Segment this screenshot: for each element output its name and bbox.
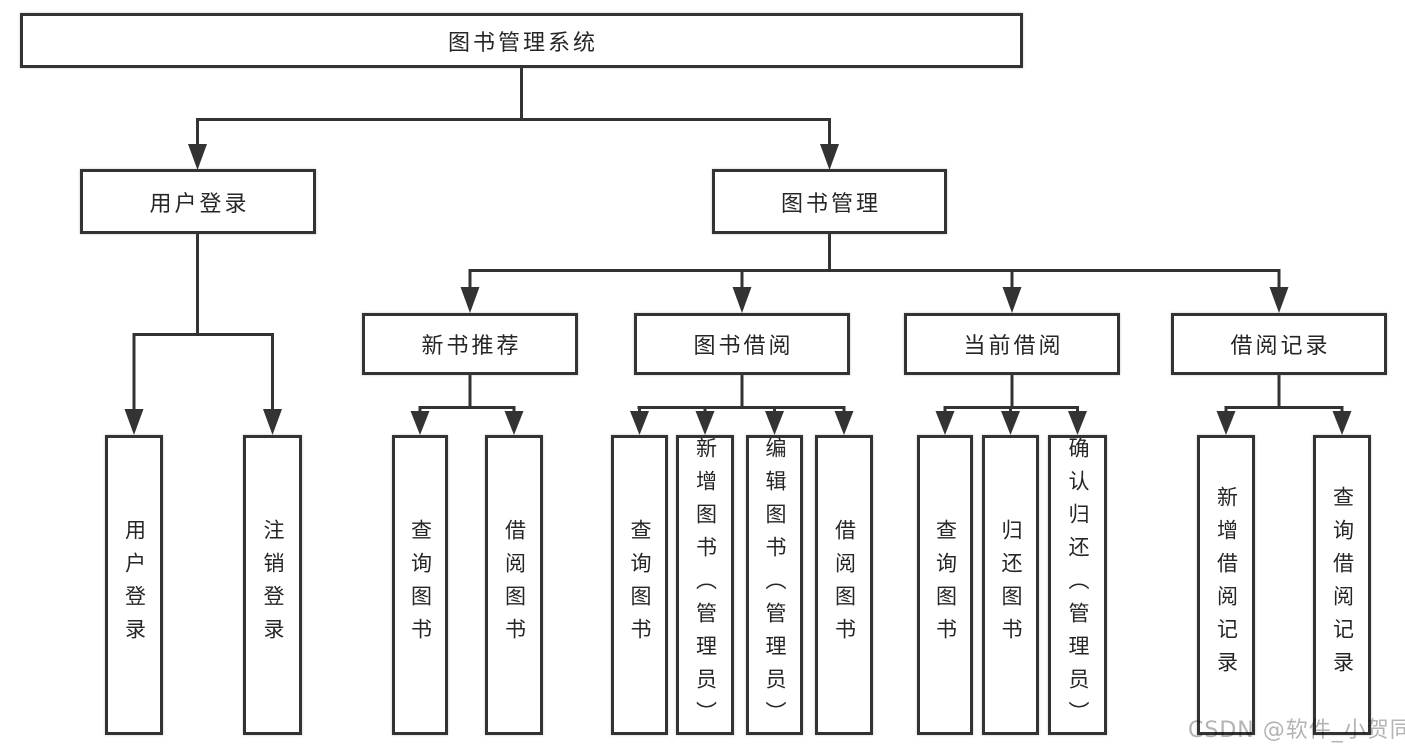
node-borrowing-records-label: 借阅记录 xyxy=(1230,334,1331,359)
node-user-login-label: 用户登录 xyxy=(149,191,250,217)
node-root-label: 图书管理系统 xyxy=(447,30,598,56)
node-leaf-query-books-borrowing-label: 查询图书 xyxy=(628,519,652,651)
node-leaf-return-books: 归还图书 xyxy=(982,435,1039,735)
arrowhead xyxy=(263,409,282,435)
node-new-book-recommend: 新书推荐 xyxy=(362,313,578,375)
node-book-management-label: 图书管理 xyxy=(780,191,881,217)
node-leaf-logout-label: 注销登录 xyxy=(261,519,285,651)
arrowhead xyxy=(504,411,524,435)
node-leaf-add-borrow-record-label: 新增借阅记录 xyxy=(1214,486,1239,684)
node-current-borrowing-label: 当前借阅 xyxy=(963,334,1064,359)
node-book-management: 图书管理 xyxy=(712,169,947,234)
node-leaf-edit-books-admin-label: 编辑图书（管理员） xyxy=(763,436,787,734)
node-leaf-return-books-label: 归还图书 xyxy=(999,519,1023,651)
arrowhead xyxy=(1001,411,1020,435)
node-leaf-query-books-recommend-label: 查询图书 xyxy=(408,519,433,651)
arrowhead xyxy=(630,411,649,435)
arrowhead xyxy=(1068,411,1087,435)
arrowhead xyxy=(765,411,784,435)
node-leaf-query-books-current-label: 查询图书 xyxy=(933,519,958,651)
arrowhead xyxy=(1332,411,1352,435)
arrowhead xyxy=(460,287,480,313)
node-leaf-user-login-label: 用户登录 xyxy=(122,519,147,651)
arrowhead xyxy=(1002,287,1022,313)
arrowhead xyxy=(1216,411,1236,435)
node-leaf-confirm-return-admin-label: 确认归还（管理员） xyxy=(1066,436,1090,734)
node-leaf-borrow-books-recommend-label: 借阅图书 xyxy=(502,519,527,651)
node-borrowing-records: 借阅记录 xyxy=(1171,313,1387,375)
arrowhead xyxy=(695,411,715,435)
node-leaf-query-borrow-record-label: 查询借阅记录 xyxy=(1330,486,1355,684)
csdn-watermark: CSDN @软件_小贺同学 xyxy=(1188,718,1405,743)
node-leaf-borrow-books-borrowing: 借阅图书 xyxy=(815,435,873,735)
arrowhead xyxy=(935,411,955,435)
node-leaf-add-books-admin-label: 新增图书（管理员） xyxy=(693,436,718,734)
node-leaf-confirm-return-admin: 确认归还（管理员） xyxy=(1048,435,1107,735)
node-leaf-query-books-current: 查询图书 xyxy=(917,435,973,735)
node-leaf-query-books-borrowing: 查询图书 xyxy=(611,435,668,735)
node-leaf-query-borrow-record: 查询借阅记录 xyxy=(1313,435,1371,735)
node-leaf-user-login: 用户登录 xyxy=(105,435,163,735)
node-book-borrowing-label: 图书借阅 xyxy=(693,334,794,359)
node-current-borrowing: 当前借阅 xyxy=(904,313,1120,375)
arrowhead xyxy=(188,144,207,170)
arrowhead xyxy=(732,287,752,313)
arrowhead xyxy=(1269,287,1289,313)
node-leaf-edit-books-admin: 编辑图书（管理员） xyxy=(746,435,803,735)
node-root: 图书管理系统 xyxy=(20,13,1023,68)
node-leaf-logout: 注销登录 xyxy=(243,435,302,735)
node-leaf-add-borrow-record: 新增借阅记录 xyxy=(1197,435,1255,735)
arrowhead xyxy=(820,144,839,170)
node-book-borrowing: 图书借阅 xyxy=(634,313,850,375)
arrowhead xyxy=(124,409,144,435)
node-leaf-add-books-admin: 新增图书（管理员） xyxy=(676,435,734,735)
node-leaf-query-books-recommend: 查询图书 xyxy=(392,435,448,735)
node-user-login: 用户登录 xyxy=(80,169,316,234)
node-new-book-recommend-label: 新书推荐 xyxy=(421,334,522,359)
node-leaf-borrow-books-borrowing-label: 借阅图书 xyxy=(832,519,857,651)
arrowhead xyxy=(834,411,854,435)
node-leaf-borrow-books-recommend: 借阅图书 xyxy=(485,435,543,735)
arrowhead xyxy=(410,411,430,435)
